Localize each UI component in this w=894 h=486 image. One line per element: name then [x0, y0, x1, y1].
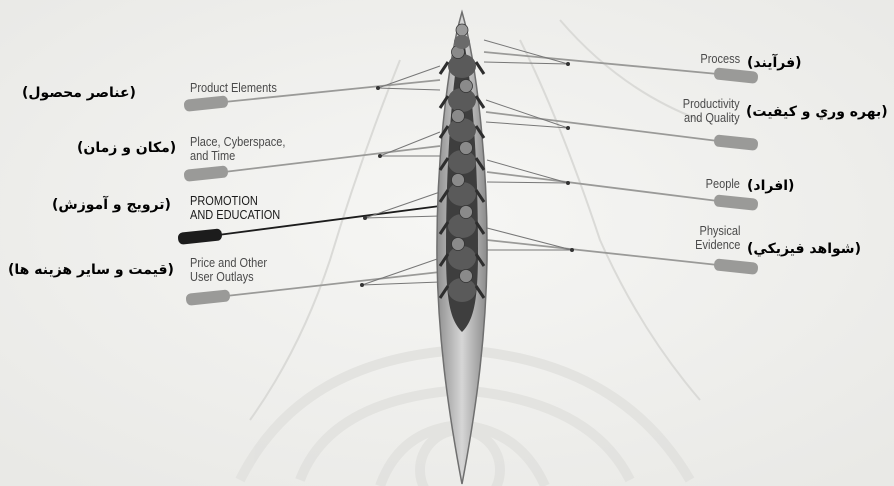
- label-productivity-quality: Productivity and Quality: [683, 97, 740, 125]
- persian-price: (قيمت و ساير هزينه ها): [8, 262, 174, 278]
- persian-process: (فرآيند): [747, 55, 802, 71]
- oarlock-process: [566, 62, 570, 66]
- label-process: Process: [700, 52, 740, 66]
- oarlock-price: [360, 283, 364, 287]
- oarlock-promotion: [363, 216, 367, 220]
- oarlock-place: [378, 154, 382, 158]
- oarlock-evidence: [570, 248, 574, 252]
- persian-productivity: (بهره وري و كيفيت): [746, 104, 888, 120]
- oarlock-productivity: [566, 126, 570, 130]
- persian-evidence: (شواهد فيزيكي): [747, 241, 861, 257]
- oarlock-product: [376, 86, 380, 90]
- persian-people: (افراد): [747, 178, 794, 194]
- label-product-elements: Product Elements: [190, 81, 277, 95]
- oarlock-people: [566, 181, 570, 185]
- label-physical-evidence: Physical Evidence: [695, 224, 740, 252]
- label-price-user-outlays: Price and Other User Outlays: [190, 256, 267, 284]
- label-people: People: [706, 177, 740, 191]
- label-place-cyberspace-time: Place, Cyberspace, and Time: [190, 135, 285, 163]
- persian-product-elements: (عناصر محصول): [22, 85, 136, 101]
- persian-place: (مكان و زمان): [77, 140, 176, 156]
- persian-promotion: (ترويج و آموزش): [52, 197, 171, 213]
- label-promotion-education: PROMOTION AND EDUCATION: [190, 194, 280, 222]
